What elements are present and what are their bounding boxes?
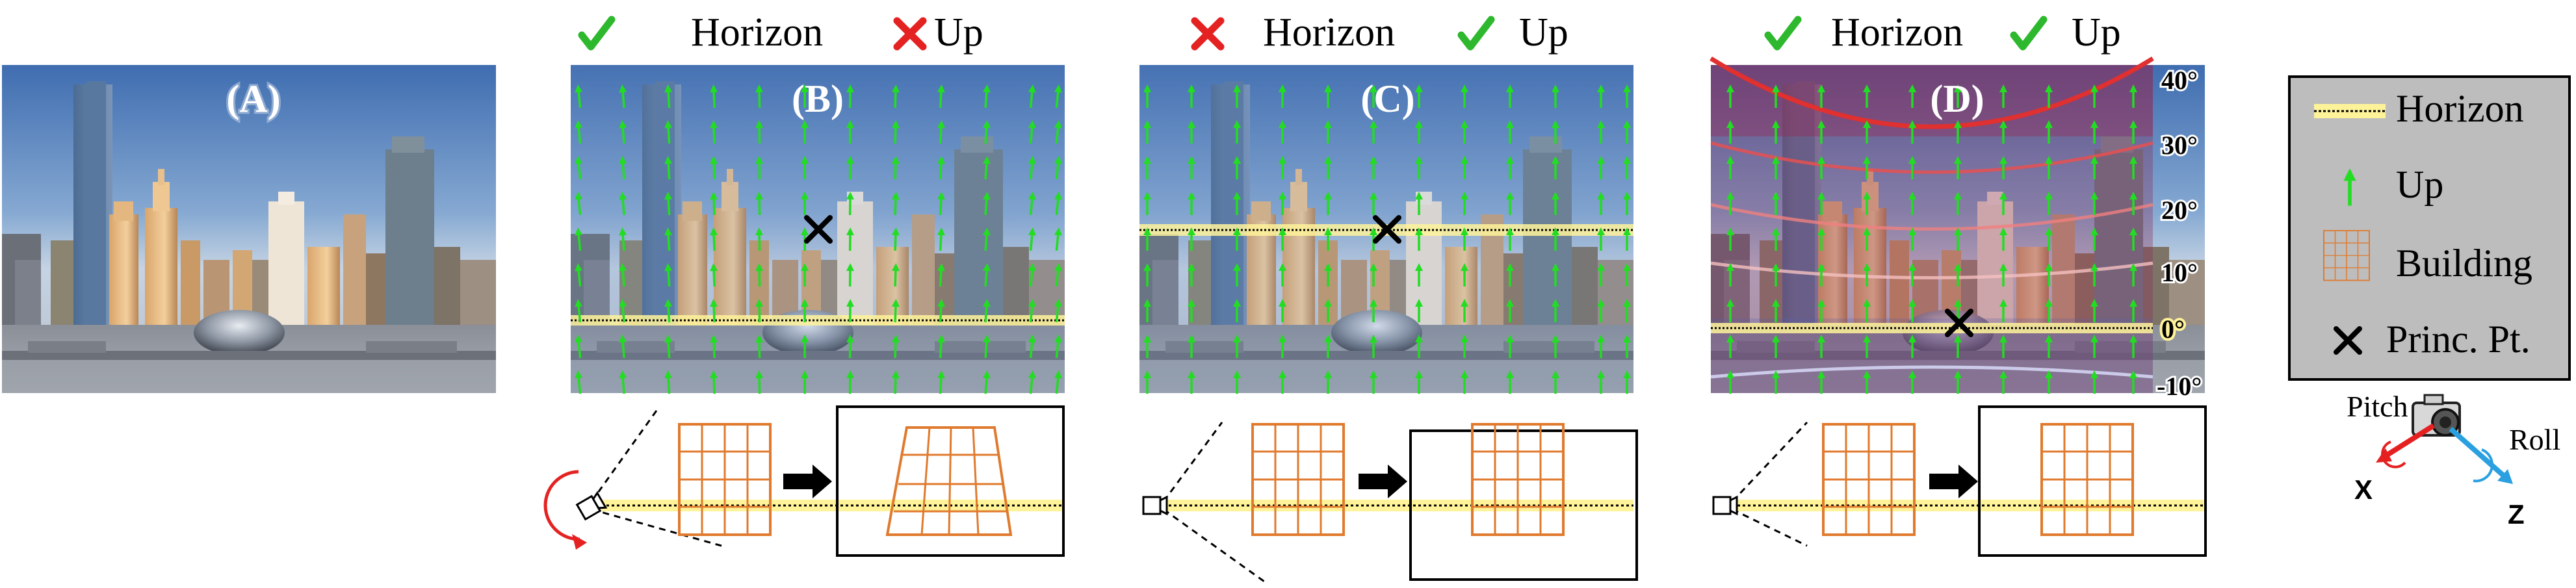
horizon-check-icon [1768,19,1798,47]
latitude-tick: -10° [2157,372,2202,401]
transform-arrow-icon [1359,465,1407,498]
roll-rotation-arrow-icon [2473,448,2493,483]
legend-item-building: Building [2323,230,2532,285]
panel-c-diagram [1142,422,1638,583]
projected-building [2040,423,2134,536]
panel-d-up-text: Up [2072,10,2121,55]
legend-item-principal-point: Princ. Pt. [2336,318,2530,361]
panel-b-horizon-text: Horizon [691,10,823,55]
camera-icon [576,492,607,520]
panel-b-up-text: Up [934,10,983,55]
projected-building [885,426,1013,536]
panel-d-photo [1710,57,2205,395]
panel-c-photo [1139,65,1633,395]
camera-icon [1712,496,1738,515]
transform-arrow-icon [783,465,832,498]
latitude-axis: 40° 30° 20° 10° 0° -10° [2155,64,2204,403]
camera-body-icon [2412,394,2461,437]
panel-c-label: (C) [1360,77,1414,120]
x-axis-arrow [2382,423,2436,459]
panel-c-horizon-text: Horizon [1263,10,1395,55]
panel-d-label: (D) [1930,77,1984,120]
panel-d-header: Horizon Up [1768,10,2121,55]
panel-a: (A) [2,65,496,393]
up-cross-icon [897,21,923,47]
camera-icon [1142,496,1168,515]
panel-b: Horizon Up (B) [543,10,1065,557]
up-check-icon [2014,19,2044,47]
panel-b-header: Horizon Up [582,10,983,55]
building-grid [1822,423,1916,536]
panel-c-up-text: Up [1519,10,1568,55]
horizon-band [1711,323,2153,333]
legend-item-horizon: Horizon [2314,87,2524,130]
panel-d-horizon-text: Horizon [1831,10,1963,55]
z-axis-arrow [2449,427,2508,479]
legend-label: Up [2396,163,2443,206]
transform-arrow-icon [1929,465,1978,498]
pitch-rotation-arrow-icon [2381,441,2406,468]
x-axis-label: X [2354,474,2373,505]
latitude-tick: 40° [2161,66,2198,95]
horizon-cross-icon [1195,21,1221,47]
legend-label: Building [2396,242,2532,285]
panel-d-diagram [1712,405,2207,557]
latitude-tick: 20° [2161,196,2198,225]
legend-label: Horizon [2396,87,2524,130]
panel-c: Horizon Up (C) [1139,10,1638,583]
latitude-tick: 0° [2161,314,2185,344]
pitch-rotation-arrow-icon [543,470,580,541]
z-axis-label: Z [2508,499,2525,530]
panel-b-label: (B) [792,77,844,120]
projected-building [1471,423,1565,536]
building-grid [678,423,772,536]
panel-a-label: (A) [226,77,280,120]
result-frame [1978,405,2207,557]
result-frame [836,405,1065,557]
panel-b-photo [571,65,1065,396]
latitude-tick: 30° [2161,131,2198,160]
roll-label: Roll [2509,423,2560,456]
building-grid [1251,423,1345,536]
result-frame [1409,429,1638,581]
latitude-tick: 10° [2161,258,2198,287]
panel-b-diagram [543,405,1065,557]
pitch-label: Pitch [2347,390,2408,423]
panel-d: Horizon Up (D) 40° 30° 20° [1710,10,2207,557]
panel-c-header: Horizon Up [1195,10,1568,55]
horizon-check-icon [582,19,612,47]
legend: Horizon Up Building Princ. Pt. [2288,75,2571,381]
legend-label: Princ. Pt. [2386,318,2530,361]
legend-item-up: Up [2343,163,2443,206]
camera-axes: Pitch Roll X Z [2347,390,2560,530]
up-check-icon [1461,19,1491,47]
